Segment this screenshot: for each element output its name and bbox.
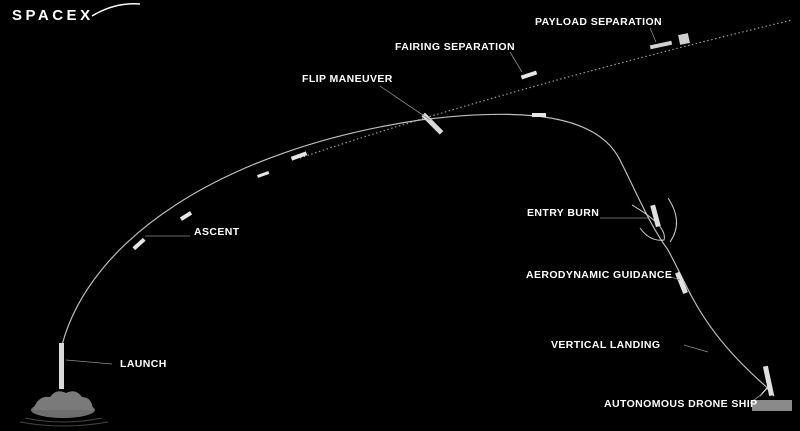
label-fairing-separation: FAIRING SEPARATION xyxy=(395,41,515,53)
entry-burn-rocket-icon xyxy=(650,204,661,228)
label-ascent: ASCENT xyxy=(194,226,240,238)
booster-coast-icon xyxy=(532,113,546,117)
label-payload-separation: PAYLOAD SEPARATION xyxy=(535,16,662,28)
label-autonomous-drone-ship: AUTONOMOUS DRONE SHIP xyxy=(604,398,757,410)
second-stage-trajectory xyxy=(299,19,793,159)
first-stage-trajectory xyxy=(61,113,771,391)
entry-burn-arc-icon xyxy=(667,197,677,243)
entry-burn-loop-icon xyxy=(631,204,665,241)
spacex-logo-swoosh xyxy=(91,3,141,17)
label-flip-maneuver: FLIP MANEUVER xyxy=(302,73,393,85)
landing-legs-icon xyxy=(759,387,775,397)
spacex-logo: SPACEX xyxy=(12,7,94,24)
leader-lines xyxy=(65,27,763,404)
stage-separation-rocket-icon xyxy=(290,151,308,161)
label-aerodynamic-guidance: AERODYNAMIC GUIDANCE xyxy=(526,269,672,281)
ascent-rocket-icon xyxy=(132,237,146,251)
label-entry-burn: ENTRY BURN xyxy=(527,207,599,219)
launch-rocket-icon xyxy=(59,343,64,389)
ascent-rocket-3-icon xyxy=(257,171,270,178)
drone-ship-icon xyxy=(752,400,792,411)
label-vertical-landing: VERTICAL LANDING xyxy=(551,339,660,351)
launch-water-ripples xyxy=(19,417,109,427)
launch-smoke-cloud xyxy=(33,391,93,410)
label-launch: LAUNCH xyxy=(120,358,167,370)
landing-rocket-icon xyxy=(762,365,775,397)
aerodynamic-guidance-rocket-icon xyxy=(675,271,688,294)
payload-separation-stage-icon xyxy=(649,40,673,50)
payload-satellite-icon xyxy=(678,33,690,45)
ascent-rocket-2-icon xyxy=(179,211,193,221)
fairing-separation-icon xyxy=(520,70,538,80)
